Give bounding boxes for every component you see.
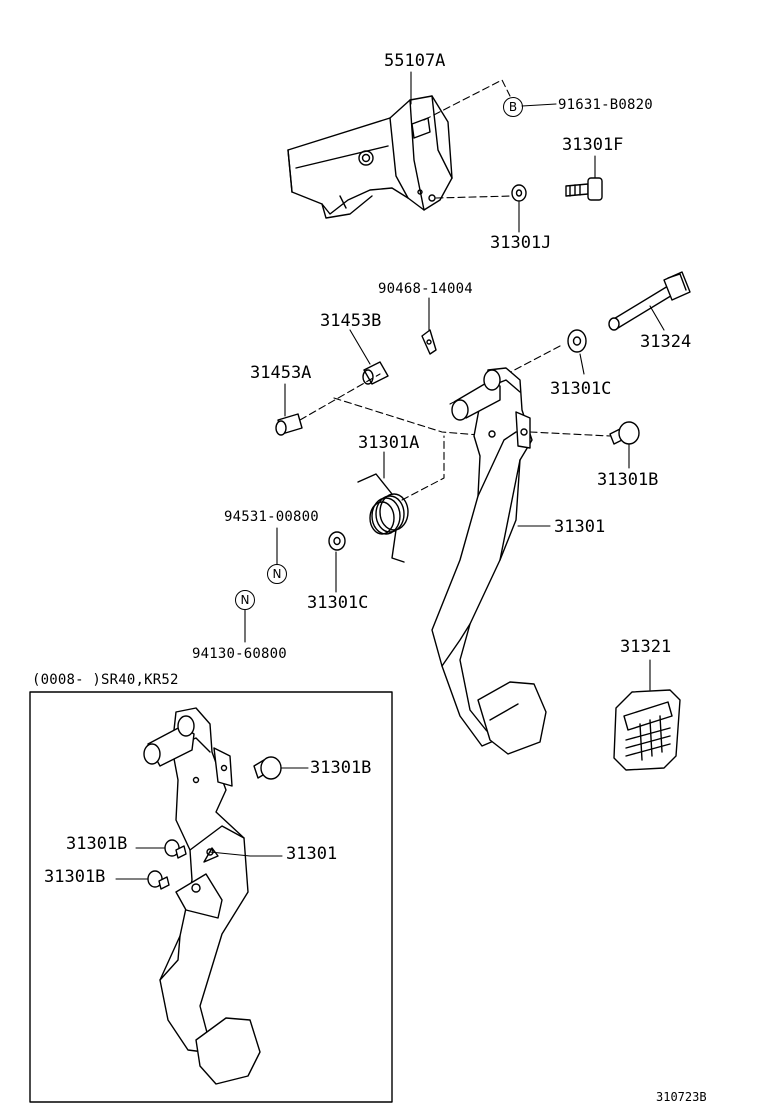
label-bushing-a: 31453A [250, 363, 312, 383]
inset-label-stopper-right: 31301B [310, 758, 372, 778]
label-washer-c-top: 31301C [550, 379, 612, 399]
bushing-31453a [275, 413, 303, 436]
dashed-line-bushings [299, 373, 381, 421]
washer-31301c-top [567, 329, 587, 353]
pedal-pad-31321 [613, 689, 681, 771]
label-bracket: 55107A [384, 51, 446, 71]
inset-stopper-right [253, 756, 282, 780]
label-washer-n-top: 94531-00800 [224, 509, 319, 525]
label-bushing-b: 31453B [320, 311, 382, 331]
washer-31301c-bottom [328, 531, 346, 551]
inset-label-pedal: 31301 [286, 844, 338, 864]
dashed-line-spring [401, 435, 445, 501]
bolt-31301f [565, 177, 603, 201]
label-washer-n-bottom: 94130-60800 [192, 646, 287, 662]
callout-b: B [503, 97, 523, 117]
label-clip: 90468-14004 [378, 281, 473, 297]
leader-bushing-b [349, 329, 371, 365]
label-washer-c-bottom: 31301C [307, 593, 369, 613]
dashed-line-bolt-b [423, 79, 511, 121]
return-spring-31301a [357, 473, 409, 563]
callout-n-top: N [267, 564, 287, 584]
callout-n-bottom: N [235, 590, 255, 610]
dashed-line-nut-j [435, 195, 513, 199]
label-stopper-b: 31301B [597, 470, 659, 490]
stopper-31301b [609, 421, 640, 445]
leader-shaft [649, 305, 665, 331]
inset-leader-pedal [209, 851, 283, 857]
pivot-shaft-31324 [608, 271, 691, 331]
label-bolt-f: 31301F [562, 135, 624, 155]
nut-31301j [511, 184, 527, 202]
inset-label-stopper-left-1: 31301B [66, 834, 128, 854]
figure-code: 310723B [656, 1090, 707, 1104]
clutch-pedal-31301 [431, 367, 547, 755]
clip-90468-14004 [421, 329, 437, 355]
dashed-line-stopper [529, 431, 611, 437]
leader-washer-c-top [579, 353, 585, 375]
leader-bolt-b [521, 103, 557, 107]
label-spring: 31301A [358, 433, 420, 453]
bushing-31453b [362, 361, 389, 385]
pedal-bracket [287, 95, 453, 219]
inset-label-stopper-left-2: 31301B [44, 867, 106, 887]
inset-pedal-31301 [143, 707, 261, 1085]
label-nut-j: 31301J [490, 233, 552, 253]
label-shaft: 31324 [640, 332, 692, 352]
inset-stopper-left-1 [164, 839, 187, 859]
label-pedal: 31301 [554, 517, 606, 537]
label-pad: 31321 [620, 637, 672, 657]
inset-frame [29, 691, 393, 1103]
label-bolt-b: 91631-B0820 [558, 97, 653, 113]
inset-stopper-left-2 [147, 870, 170, 890]
inset-title: (0008- )SR40,KR52 [32, 672, 179, 688]
